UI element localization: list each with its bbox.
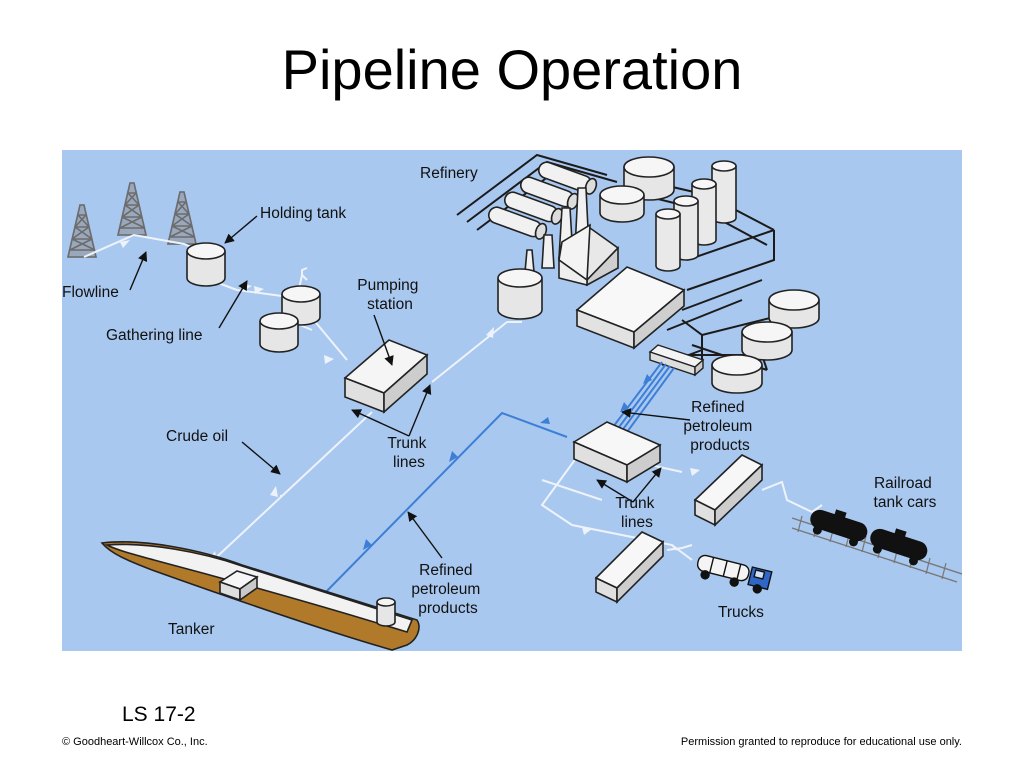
refinery-horizontal-tanks bbox=[487, 161, 598, 240]
pipeline-diagram: Refinery Holding tank Flowline Gathering… bbox=[62, 150, 962, 651]
label-tanker: Tanker bbox=[168, 621, 215, 638]
slide-number: LS 17-2 bbox=[122, 703, 196, 726]
label-trucks: Trucks bbox=[718, 604, 764, 621]
label-gathering-line: Gathering line bbox=[106, 327, 203, 344]
label-flowline: Flowline bbox=[62, 284, 119, 301]
product-storage-tanks bbox=[711, 289, 820, 394]
gathering-tanks bbox=[259, 285, 321, 353]
leader-arrows bbox=[129, 215, 691, 559]
label-refined-products-right: Refined petroleum products bbox=[683, 399, 756, 454]
label-refined-products-bottom: Refined petroleum products bbox=[411, 562, 484, 617]
distribution-station-box bbox=[572, 421, 662, 484]
tanker-ship bbox=[100, 541, 420, 651]
refinery-storage-tanks bbox=[497, 156, 737, 320]
railroad-tank-cars bbox=[810, 509, 928, 566]
label-trunk-lines-upper: Trunk lines bbox=[387, 435, 430, 471]
holding-tank bbox=[186, 242, 226, 287]
label-railroad-tank-cars: Railroad tank cars bbox=[874, 475, 937, 511]
refinery-process-unit bbox=[575, 266, 686, 350]
label-refinery: Refinery bbox=[420, 165, 478, 182]
oil-derricks bbox=[66, 182, 198, 258]
slide-title: Pipeline Operation bbox=[281, 38, 743, 101]
rail-loading-box bbox=[693, 454, 764, 527]
truck-loading-box bbox=[594, 531, 665, 604]
label-holding-tank: Holding tank bbox=[260, 205, 346, 222]
label-trunk-lines-lower: Trunk lines bbox=[615, 495, 658, 531]
refined-products-manifold bbox=[648, 344, 705, 377]
label-crude-oil: Crude oil bbox=[166, 428, 228, 445]
tanker-truck bbox=[696, 554, 773, 594]
refinery-building bbox=[557, 223, 620, 287]
permission-notice: Permission granted to reproduce for educ… bbox=[680, 736, 962, 748]
label-pumping-station: Pumping station bbox=[357, 277, 423, 313]
refined-product-pipelines bbox=[317, 361, 675, 601]
copyright-notice: © Goodheart-Willcox Co., Inc. bbox=[62, 736, 208, 748]
pumping-station-box bbox=[343, 339, 429, 414]
